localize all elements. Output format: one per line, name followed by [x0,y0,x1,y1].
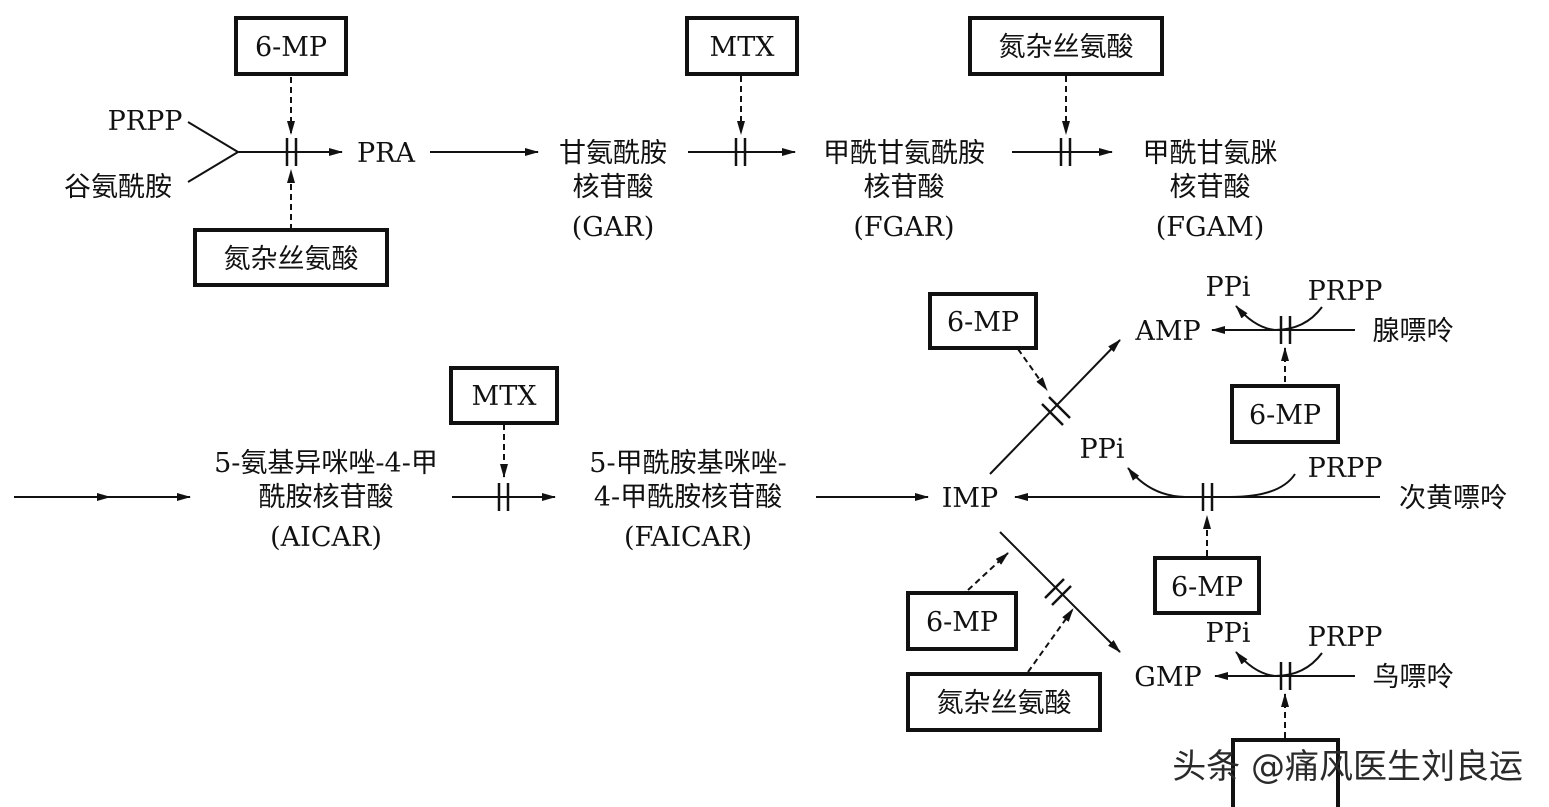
label-gar-line1: 甘氨酰胺 [559,138,667,169]
inhibitor-box-mtx-gar: MTX [685,16,799,76]
inhibitor-box-6mp-top: 6-MP [234,16,348,76]
label-fgam-line3: (FGAM) [1156,212,1265,243]
svg-text:氮杂丝氨酸: 氮杂丝氨酸 [937,688,1072,719]
arrow-imp-to-amp [989,339,1121,475]
inhibitor-box-azaserine-1: 氮杂丝氨酸 [193,228,389,287]
prpp-branch-line [187,121,239,153]
inhibitor-box-6mp-amp-left: 6-MP [928,292,1038,350]
label-fgar-line3: (FGAR) [853,212,954,243]
arrow-imp-to-gmp [999,531,1121,653]
label-prpp-gmp: PRPP [1308,622,1383,653]
block-mark-right [1051,585,1072,606]
inhibitor-box-6mp-amp-right: 6-MP [1230,384,1340,444]
watermark-text: 头条 @痛风医生刘良运 [1172,747,1523,787]
svg-text:6-MP: 6-MP [947,307,1019,338]
label-fgam-line1: 甲酰甘氨脒 [1143,138,1278,169]
label-faicar-line3: (FAICAR) [624,522,752,553]
label-guanine: 鸟嘌呤 [1373,662,1454,693]
label-aicar-line2: 酰胺核苷酸 [259,482,394,513]
arrow-ppi-release-gmp [1235,651,1323,678]
label-gar-line3: (GAR) [572,212,654,243]
inhibit-arrow-6mp-gmp-left [967,552,1009,591]
row-de-novo-top: PRPP 谷氨酰胺 PRA 甘氨酰胺 核苷酸 (GAR) 甲酰甘氨酰胺 核苷酸 … [64,76,1278,243]
svg-text:MTX: MTX [472,381,538,412]
arrow-ppi-release-amp [1235,305,1323,332]
label-glutamine: 谷氨酰胺 [64,172,172,203]
svg-text:MTX: MTX [710,32,776,63]
svg-text:6-MP: 6-MP [1171,572,1243,603]
label-faicar-line1: 5-甲酰胺基咪唑- [589,448,786,479]
inhibitor-box-mtx-aicar: MTX [449,366,559,425]
label-prpp-imp: PRPP [1308,453,1383,484]
branch-imp-to-gmp: GMP PPi PRPP 鸟嘌呤 [967,531,1454,738]
svg-text:6-MP: 6-MP [255,32,327,63]
label-adenine: 腺嘌呤 [1373,316,1454,347]
label-fgar-line2: 核苷酸 [864,172,945,203]
inhibit-arrow-azaserine-gmp [1027,608,1074,673]
inhibitor-box-6mp-imp: 6-MP [1153,556,1261,615]
block-mark-left [1041,403,1064,426]
label-pra: PRA [357,138,415,169]
label-prpp: PRPP [108,106,183,137]
label-ppi-imp: PPi [1080,434,1125,465]
inhibitor-box-cropped [1231,738,1340,807]
label-fgam-line2: 核苷酸 [1170,172,1251,203]
block-mark-right [1048,396,1071,419]
branch-imp-to-amp: AMP PPi PRPP 腺嘌呤 [989,272,1454,475]
glutamine-branch-line [187,151,239,183]
row-de-novo-middle: 5-氨基异咪唑-4-甲 酰胺核苷酸 (AICAR) 5-甲酰胺基咪唑- 4-甲酰… [14,424,998,553]
watermark: 头条 @痛风医生刘良运 [1172,747,1523,787]
label-imp: IMP [942,483,998,514]
svg-text:6-MP: 6-MP [1249,400,1321,431]
label-hypoxanthine: 次黄嘌呤 [1399,483,1507,514]
label-fgar-line1: 甲酰甘氨酰胺 [823,138,985,169]
label-amp: AMP [1134,316,1200,347]
label-ppi-amp: PPi [1206,272,1251,303]
label-gmp: GMP [1134,662,1201,693]
svg-text:氮杂丝氨酸: 氮杂丝氨酸 [224,244,359,275]
label-aicar-line1: 5-氨基异咪唑-4-甲 [214,448,438,479]
label-ppi-gmp: PPi [1206,618,1251,649]
label-faicar-line2: 4-甲酰胺核苷酸 [594,482,782,513]
inhibitor-box-6mp-gmp-left: 6-MP [906,591,1018,651]
label-gar-line2: 核苷酸 [573,172,654,203]
svg-text:6-MP: 6-MP [926,607,998,638]
block-mark-left [1044,578,1065,599]
svg-text:氮杂丝氨酸: 氮杂丝氨酸 [999,32,1134,63]
inhibit-arrow-6mp-amp-left [1017,348,1048,391]
inhibitor-box-azaserine-fgar: 氮杂丝氨酸 [968,16,1164,76]
label-aicar-line3: (AICAR) [270,522,382,553]
arrow-ppi-release-imp [1127,467,1296,498]
salvage-hypoxanthine: PPi PRPP 次黄嘌呤 [1014,434,1507,556]
inhibitor-box-azaserine-gmp: 氮杂丝氨酸 [906,672,1102,732]
label-prpp-amp: PRPP [1308,276,1383,307]
